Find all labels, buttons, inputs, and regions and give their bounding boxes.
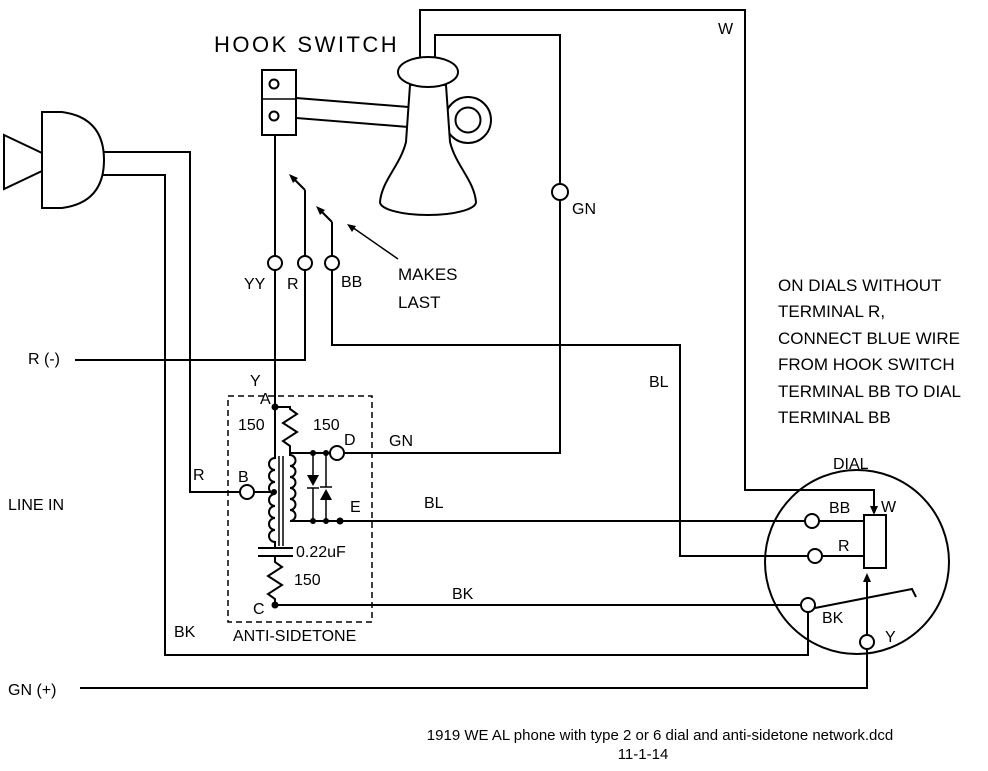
label-last: LAST (398, 293, 441, 312)
label-line-in: LINE IN (8, 497, 64, 514)
label-terminal-d: D (344, 432, 356, 449)
label-r2-value: 150 (313, 417, 340, 434)
caption-filename: 1919 WE AL phone with type 2 or 6 dial a… (427, 727, 893, 744)
label-terminal-e: E (350, 499, 361, 516)
hook-curl-inner (454, 106, 482, 134)
dial-shunt-blade (814, 587, 917, 609)
junction-varistor-1-top (310, 450, 316, 456)
label-dial-title: DIAL (833, 456, 869, 473)
anti-sidetone-box (227, 395, 373, 623)
hook-switch-bracket (261, 69, 297, 136)
junction-varistor-2-bottom (323, 518, 329, 524)
wire-line-gn-to-dial-y (80, 649, 868, 689)
label-dial-bb: BB (829, 500, 850, 517)
dial-terminal-bb (804, 513, 820, 529)
transmitter-horn (3, 133, 43, 191)
transmitter-body (41, 111, 106, 209)
label-gn-cord: GN (572, 201, 596, 218)
dial-terminal-bk (800, 597, 816, 613)
dial-terminal-y (859, 634, 875, 650)
label-w-top: W (718, 21, 734, 38)
label-hook-yy: YY (244, 276, 266, 293)
label-wire-gn: GN (389, 433, 413, 450)
dial-pulse-contact-bar (863, 514, 887, 569)
hook-contact-spring-r (293, 178, 306, 191)
label-gn-plus: GN (+) (8, 682, 56, 699)
junction-varistor-2-top (323, 450, 329, 456)
dial-shunt-up-arrow-icon (863, 573, 871, 582)
varistor-2-triangle (320, 489, 332, 500)
label-r3-value: 150 (294, 572, 321, 589)
junction-varistor-1-bottom (310, 518, 316, 524)
dial-terminal-r (807, 548, 823, 564)
receiver-bell (378, 84, 478, 216)
network-terminal-d (329, 445, 345, 461)
label-dial-bk: BK (822, 610, 844, 627)
label-hook-r: R (287, 276, 299, 293)
receiver-cap (397, 56, 459, 88)
transformer-right-winding (289, 453, 297, 522)
varistor-1-triangle (307, 475, 319, 486)
note-line-6: TERMINAL BB (778, 408, 891, 427)
label-hook-bb: BB (341, 274, 362, 291)
label-wire-y: Y (250, 373, 261, 390)
transformer-left-winding (268, 407, 276, 548)
label-wire-bl-dial: BL (649, 374, 669, 391)
hook-terminal-yy (267, 255, 283, 271)
note-line-3: CONNECT BLUE WIRE (778, 329, 960, 348)
label-r1-value: 150 (238, 417, 265, 434)
label-dial-y: Y (885, 629, 896, 646)
note-line-5: TERMINAL BB TO DIAL (778, 382, 961, 401)
hook-contact-spring-bb (320, 210, 333, 223)
makes-last-pointer-line (351, 226, 399, 260)
wire-hook-bb-to-dial-r (331, 222, 808, 557)
makes-last-arrow-icon (347, 224, 356, 232)
resistor-r3 (266, 556, 284, 605)
hook-contact-arrow-r-icon (289, 174, 298, 183)
label-wire-bl: BL (424, 495, 444, 512)
label-terminal-b: B (238, 469, 249, 486)
bracket-screw-top (268, 78, 280, 90)
hook-contact-arrow-bb-icon (316, 206, 325, 215)
junction-b-tap (271, 489, 277, 495)
wire-w-receiver-cord (419, 9, 875, 507)
wire-line-r-to-hook-r (75, 190, 306, 361)
label-makes: MAKES (398, 265, 458, 284)
label-cap-value: 0.22uF (296, 544, 346, 561)
note-line-1: ON DIALS WITHOUT (778, 276, 941, 295)
dial-w-down-arrow-icon (870, 506, 878, 515)
label-wire-bk: BK (452, 586, 474, 603)
label-dial-r: R (838, 538, 850, 555)
junction-c (271, 601, 279, 609)
label-dial-w: W (881, 499, 897, 516)
junction-e (336, 517, 344, 525)
dial-body-circle (764, 469, 950, 655)
label-wire-r: R (193, 467, 205, 484)
page-title: HOOK SWITCH (214, 32, 399, 57)
label-r-minus: R (-) (28, 351, 60, 368)
bracket-screw-bottom (268, 110, 280, 122)
label-terminal-c: C (253, 601, 265, 618)
wire-transmitter-to-dial-bk (98, 174, 809, 656)
junction-a (271, 403, 279, 411)
label-wire-bk-transmitter: BK (174, 624, 196, 641)
resistor-r1 (275, 406, 330, 454)
hook-terminal-r (297, 255, 313, 271)
hook-terminal-bb (324, 255, 340, 271)
note-line-4: FROM HOOK SWITCH (778, 355, 955, 374)
caption-date: 11-1-14 (618, 746, 669, 763)
label-anti-sidetone: ANTI-SIDETONE (233, 628, 356, 645)
wire-gn-receiver-cord (344, 34, 561, 454)
cord-terminal-gn (551, 183, 569, 201)
network-terminal-b (239, 484, 255, 500)
note-line-2: TERMINAL R, (778, 302, 885, 321)
wire-transmitter-to-b (98, 151, 240, 493)
label-terminal-a: A (260, 391, 271, 408)
